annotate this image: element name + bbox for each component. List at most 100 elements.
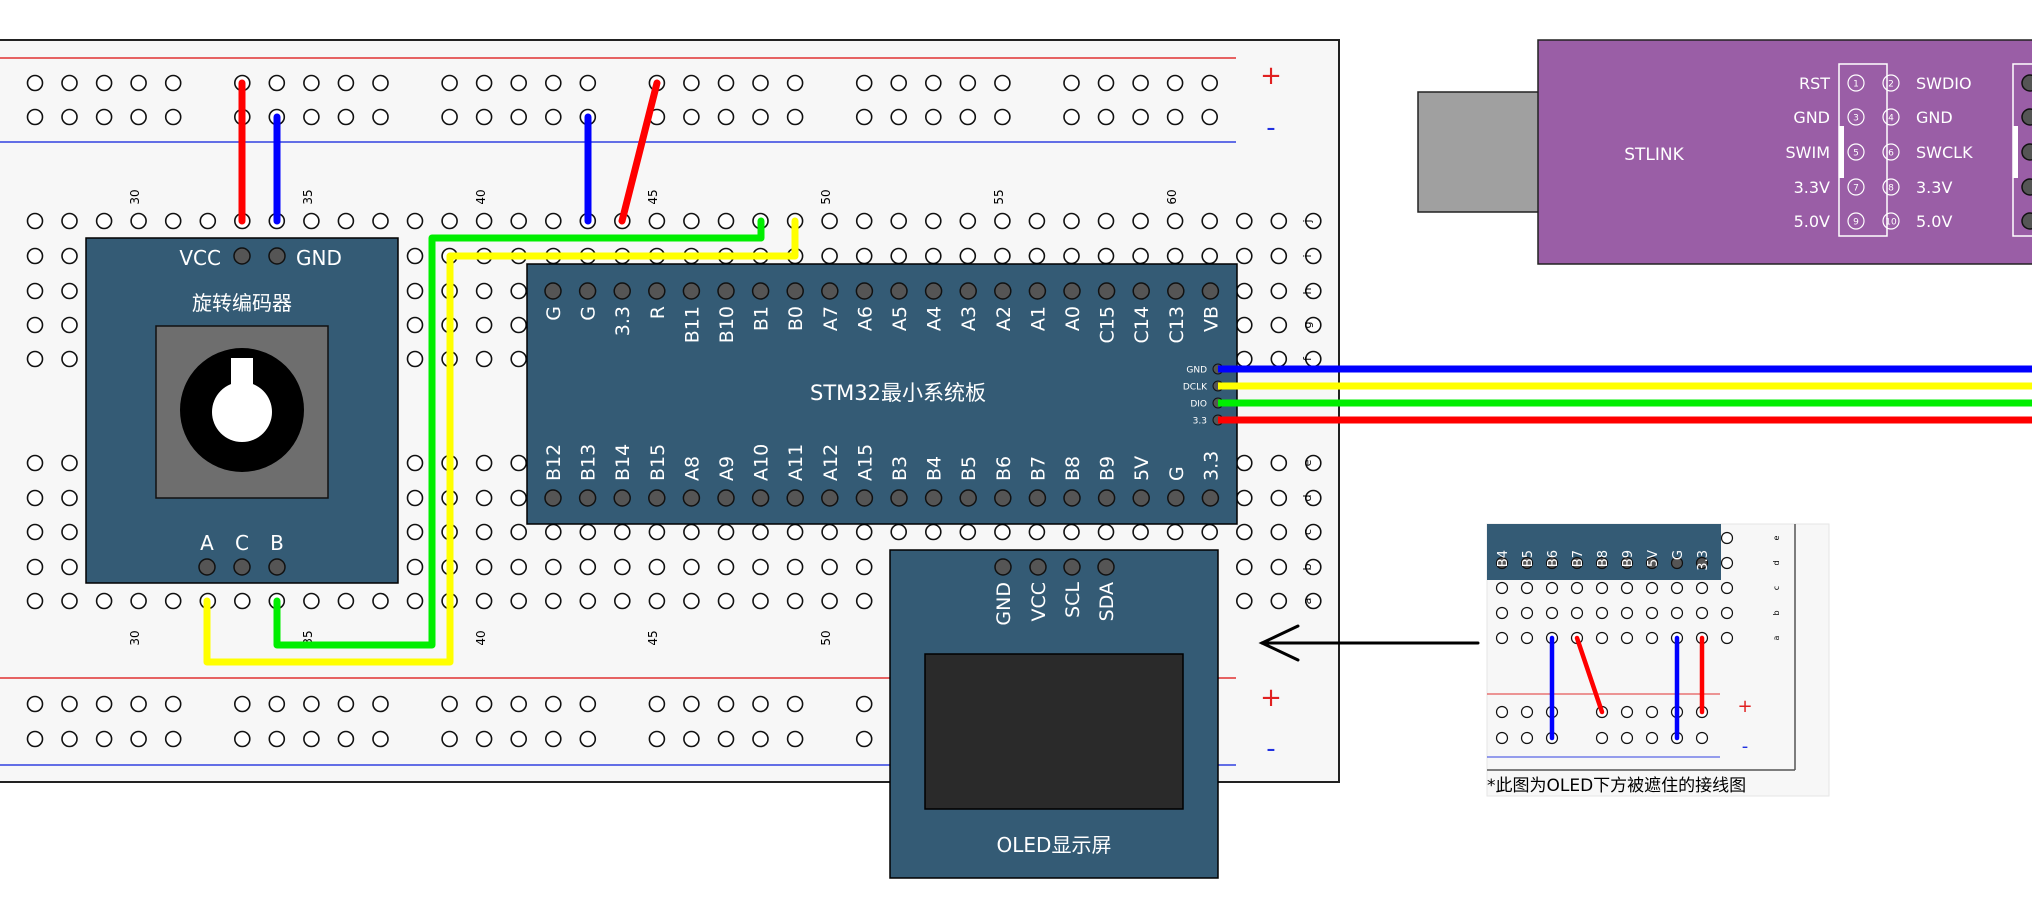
rail-hole: [1063, 108, 1080, 126]
rail-hole: [752, 730, 769, 748]
inset-header-pin: [1545, 556, 1559, 570]
rail-hole: [510, 108, 528, 126]
stlink-pin-number: 7: [1853, 184, 1859, 194]
stm32-bottom-pin-label: A15: [854, 444, 876, 481]
terminal-hole: [61, 558, 78, 576]
terminal-hole: [613, 558, 631, 576]
stlink-title: STLINK: [1624, 145, 1684, 165]
inset-row-letter: b: [1772, 610, 1781, 615]
terminal-hole: [855, 592, 873, 610]
stlink-pin-number: 8: [1888, 184, 1894, 194]
encoder-knob-shaft: [212, 382, 272, 442]
rail-hole: [372, 74, 389, 92]
terminal-hole: [924, 212, 942, 230]
inset-rail-hole: [1495, 705, 1509, 719]
terminal-hole: [994, 247, 1011, 265]
stlink-right-pin: [2021, 143, 2032, 161]
encoder-pin-label: B: [270, 531, 284, 555]
terminal-hole: [510, 350, 528, 368]
column-number: 30: [128, 630, 142, 645]
stlink-header-key: [1839, 126, 1844, 178]
inset-rail-hole: [1520, 705, 1534, 719]
rail-hole: [683, 74, 700, 92]
stm32-top-pin-label: R: [647, 306, 669, 319]
rail-hole: [337, 730, 355, 748]
stlink-pin-number: 9: [1853, 218, 1859, 228]
rail-hole: [61, 108, 78, 126]
terminal-hole: [61, 489, 78, 507]
terminal-hole: [1270, 247, 1288, 265]
stm32-bottom-pin: [786, 489, 804, 507]
inset-header-label: B8: [1596, 550, 1611, 567]
rail-hole: [752, 108, 769, 126]
oled-screen: [924, 653, 1184, 810]
terminal-hole: [1201, 212, 1218, 230]
terminal-hole: [337, 212, 355, 230]
stm32-top-pin: [786, 282, 804, 300]
terminal-hole: [1236, 212, 1253, 230]
stlink-right-header-key: [2013, 126, 2018, 178]
stm32-bottom-pin: [994, 489, 1012, 507]
rail-hole: [648, 695, 666, 713]
stm32-top-pin-label: B10: [716, 306, 738, 343]
rail-hole: [717, 74, 735, 92]
stlink-pin: [1882, 74, 1900, 92]
terminal-hole: [1028, 523, 1046, 541]
rail-hole: [26, 730, 44, 748]
inset-hole: [1520, 606, 1534, 620]
terminal-hole: [510, 558, 528, 576]
stm32-bottom-pin-label: B15: [647, 444, 669, 481]
oled-pin-label: SCL: [1062, 582, 1084, 618]
stlink-pin: [1847, 108, 1865, 126]
terminal-hole: [61, 282, 78, 300]
terminal-hole: [1097, 247, 1115, 265]
stm32-bottom-pin: [648, 489, 666, 507]
stlink-left-label: RST: [1799, 74, 1830, 93]
encoder-pin: [233, 558, 251, 576]
terminal-hole: [1097, 212, 1115, 230]
rail-hole: [786, 74, 804, 92]
stm32-top-pin: [1167, 282, 1185, 300]
inset-header-label: B5: [1521, 550, 1536, 567]
terminal-hole: [1236, 592, 1253, 610]
stm32-swd-label: GND: [1186, 366, 1207, 376]
terminal-hole: [683, 523, 700, 541]
inset-header-pin: [1595, 556, 1609, 570]
stm32-bottom-pin-label: A9: [716, 456, 738, 481]
stm32-swd-label: 3.3: [1193, 417, 1207, 427]
inset-caption: *此图为OLED下方被遮住的接线图: [1487, 776, 1746, 796]
encoder-pin-label: A: [200, 531, 214, 555]
terminal-hole: [406, 592, 424, 610]
terminal-hole: [821, 247, 838, 265]
rail-hole: [683, 695, 700, 713]
terminal-hole: [1270, 316, 1288, 334]
oled-pin: [1097, 558, 1115, 576]
terminal-hole: [95, 592, 113, 610]
stm32-bottom-pin-label: G: [1166, 466, 1188, 481]
terminal-hole: [821, 523, 838, 541]
stm32-bottom-pin: [1028, 489, 1047, 507]
terminal-hole: [61, 592, 78, 610]
terminal-hole: [234, 592, 251, 610]
stm32-bottom-pin: [959, 489, 977, 507]
rail-hole: [855, 695, 873, 713]
rail-hole: [683, 730, 700, 748]
terminal-hole: [406, 247, 424, 265]
wire-encoder-b-green: [273, 217, 765, 649]
stm32-bottom-pin-label: A11: [785, 444, 807, 481]
rail-hole: [61, 74, 78, 92]
inset-header-label: B4: [1496, 550, 1511, 567]
stm32-top-pin: [890, 282, 908, 300]
column-number: 50: [819, 189, 833, 204]
terminal-hole: [1305, 454, 1322, 472]
stlink-right-pin: [2021, 74, 2032, 92]
terminal-hole: [1028, 247, 1046, 265]
column-number: 60: [1165, 189, 1179, 204]
stlink-right-pin: [2021, 178, 2032, 196]
rail-hole: [95, 74, 113, 92]
stm32-top-pin: [544, 282, 562, 300]
stlink-pin: [1882, 212, 1900, 230]
